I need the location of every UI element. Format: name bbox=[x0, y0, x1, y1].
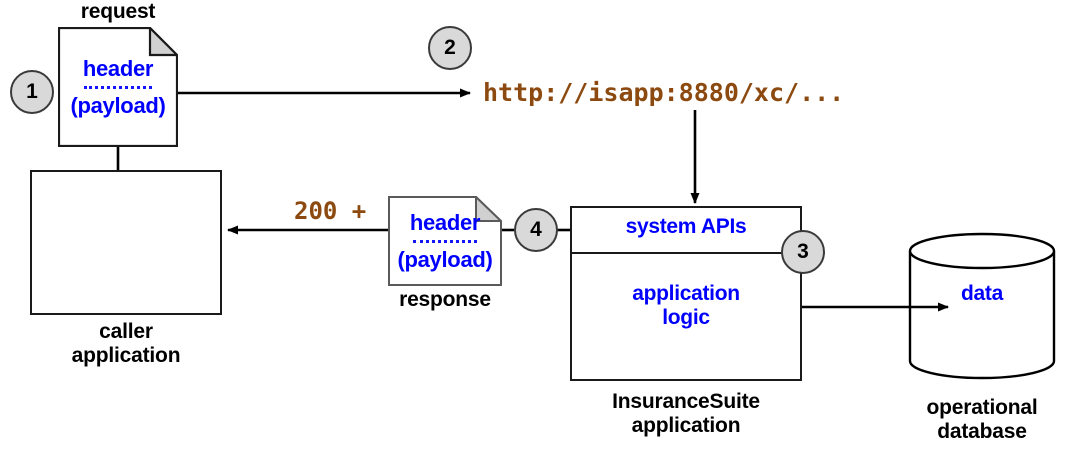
request-document[interactable]: header (payload) bbox=[58, 27, 178, 147]
insurancesuite-caption: InsuranceSuite application bbox=[612, 390, 760, 437]
request-header-label: header bbox=[82, 55, 154, 81]
application-logic-label: application logic bbox=[632, 282, 740, 330]
response-document-text: header (payload) bbox=[388, 200, 502, 282]
badge-4[interactable]: 4 bbox=[514, 208, 558, 252]
operational-database-caption: operational database bbox=[926, 396, 1038, 443]
badge-2[interactable]: 2 bbox=[428, 26, 472, 70]
badge-3[interactable]: 3 bbox=[781, 230, 825, 274]
response-caption: response bbox=[399, 288, 491, 311]
database-data-label: data bbox=[961, 282, 1003, 305]
request-document-text: header (payload) bbox=[58, 41, 178, 133]
system-apis-label: system APIs bbox=[625, 215, 747, 238]
response-status-text: 200 + bbox=[294, 197, 367, 225]
request-caption: request bbox=[80, 0, 156, 23]
response-payload-label: (payload) bbox=[397, 247, 493, 272]
insurancesuite-divider bbox=[570, 252, 802, 254]
response-document[interactable]: header (payload) bbox=[388, 196, 502, 286]
insurancesuite-box[interactable] bbox=[570, 206, 802, 381]
request-url-text: http://isapp:8880/xc/... bbox=[483, 78, 845, 107]
response-header-label: header bbox=[409, 209, 481, 235]
operational-database-cylinder[interactable]: data bbox=[908, 232, 1056, 380]
request-payload-label: (payload) bbox=[70, 93, 166, 118]
document-separator bbox=[413, 240, 477, 243]
caller-application-box[interactable] bbox=[30, 170, 222, 315]
caller-application-label: caller application bbox=[71, 320, 181, 367]
badge-1[interactable]: 1 bbox=[10, 70, 54, 114]
document-separator bbox=[84, 86, 152, 89]
